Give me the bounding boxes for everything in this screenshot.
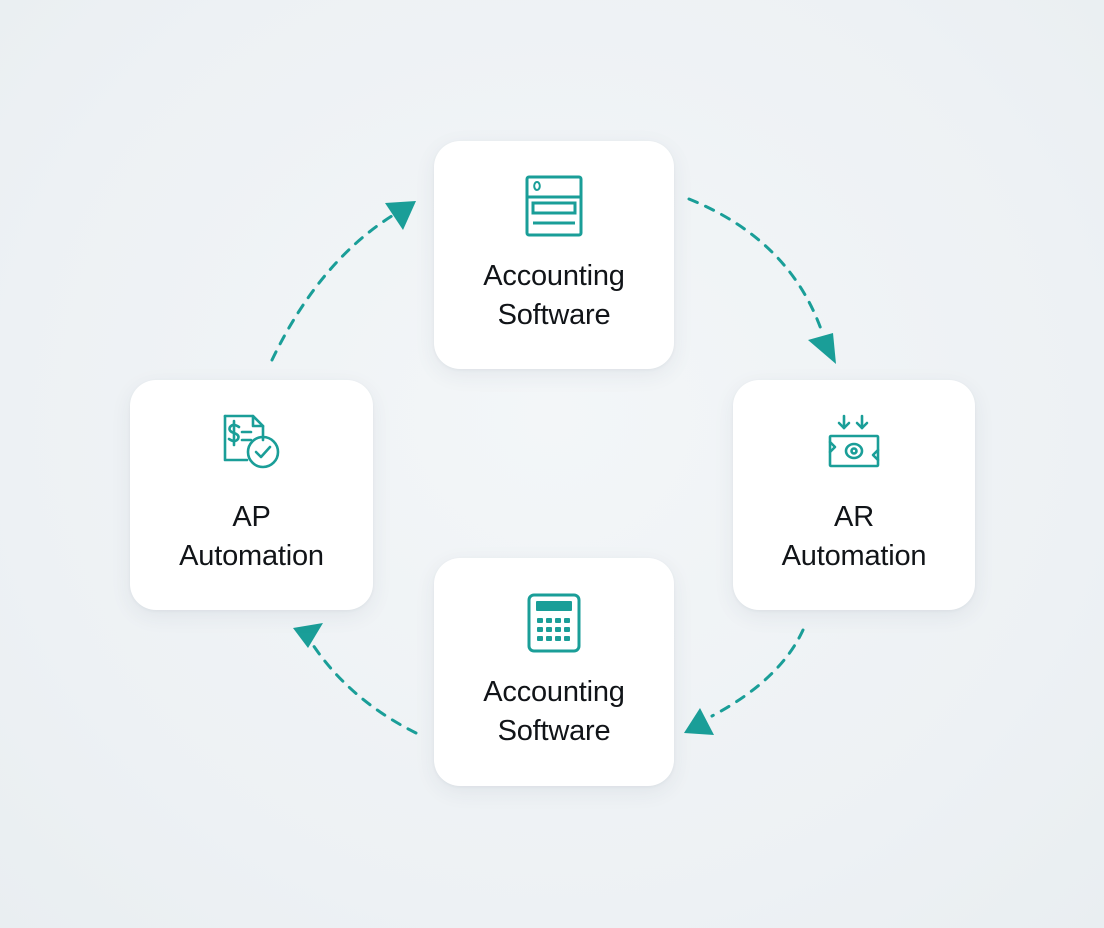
arrow-right-to-bottom	[710, 628, 805, 718]
node-label-line: Accounting	[483, 260, 625, 292]
node-label-line: Software	[497, 299, 611, 331]
node-label: Accounting Software	[483, 257, 625, 335]
arrowhead-left-top	[385, 201, 416, 230]
node-ap-automation[interactable]: AP Automation	[130, 380, 373, 610]
node-ar-automation[interactable]: AR Automation	[733, 380, 975, 610]
invoice-check-icon	[223, 414, 279, 469]
node-accounting-software-top[interactable]: Accounting Software	[434, 141, 674, 369]
node-label-line: Automation	[179, 540, 324, 572]
node-label-line: Accounting	[483, 676, 625, 708]
node-label: Accounting Software	[483, 673, 625, 751]
ledger-icon	[525, 175, 583, 237]
arrow-top-to-right	[687, 197, 824, 334]
arrowhead-bottom-left	[293, 623, 323, 648]
node-label-line: AP	[232, 501, 271, 533]
node-label: AP Automation	[179, 498, 324, 576]
arrowhead-top-right	[808, 333, 836, 364]
arrow-bottom-to-left	[311, 643, 418, 735]
cash-receive-icon	[828, 414, 880, 468]
calculator-icon	[527, 593, 581, 653]
node-label: AR Automation	[782, 498, 927, 576]
arrowhead-right-bottom	[684, 708, 714, 735]
arrow-left-to-top	[270, 212, 397, 362]
node-accounting-software-bottom[interactable]: Accounting Software	[434, 558, 674, 786]
node-label-line: Software	[497, 715, 611, 747]
node-label-line: Automation	[781, 540, 927, 572]
node-label-line: AR	[834, 501, 874, 533]
